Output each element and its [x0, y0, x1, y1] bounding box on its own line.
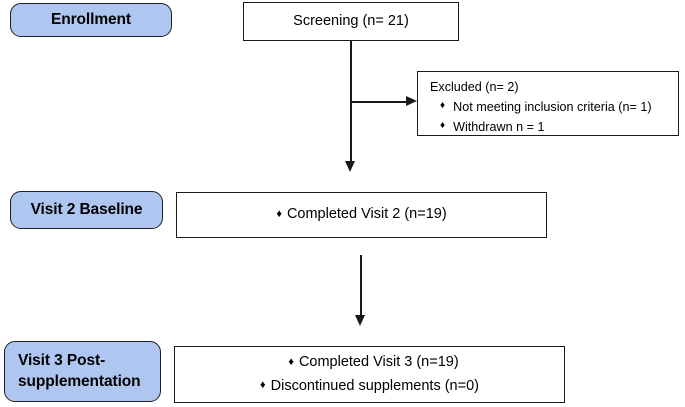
box-completed-visit-2-row: ♦ Completed Visit 2 (n=19): [276, 204, 446, 225]
list-item: ♦ Withdrawn n = 1: [430, 118, 678, 136]
diamond-bullet-icon: ♦: [260, 379, 266, 392]
stage-label-visit-3-post-supplementation: Visit 3 Post- supplementation: [4, 341, 161, 402]
stage-label-enrollment: Enrollment: [10, 3, 172, 37]
stage-label-visit-3-line-2: supplementation: [18, 372, 141, 390]
diamond-bullet-icon: ♦: [276, 208, 282, 221]
box-excluded-list: ♦ Not meeting inclusion criteria (n= 1) …: [430, 98, 678, 136]
stage-label-visit-2-baseline: Visit 2 Baseline: [10, 191, 163, 229]
box-screening-text: Screening (n= 21): [293, 12, 409, 29]
box-screening: Screening (n= 21): [243, 2, 459, 41]
list-item-text: Withdrawn n = 1: [453, 120, 545, 134]
box-completed-visit-3-text: Completed Visit 3 (n=19): [298, 354, 459, 371]
diamond-bullet-icon: ♦: [288, 356, 294, 369]
connector-screening-to-excluded-line: [350, 101, 412, 103]
list-item: ♦ Not meeting inclusion criteria (n= 1): [430, 98, 678, 116]
box-completed-visit-3-row-2: ♦ Discontinued supplements (n=0): [260, 376, 479, 397]
box-discontinued-supplements-text: Discontinued supplements (n=0): [270, 377, 479, 394]
box-completed-visit-2: ♦ Completed Visit 2 (n=19): [176, 192, 547, 238]
connector-screening-to-excluded-arrowhead: [406, 96, 417, 107]
box-excluded-title: Excluded (n= 2): [430, 80, 519, 94]
box-completed-visit-3-row-1: ♦ Completed Visit 3 (n=19): [280, 352, 458, 373]
connector-visit2-to-visit3-arrowhead: [355, 315, 366, 326]
box-completed-visit-2-text: Completed Visit 2 (n=19): [286, 206, 447, 223]
stage-label-visit-3-text: Visit 3 Post- supplementation: [18, 351, 141, 393]
connector-screening-to-visit2-arrowhead: [345, 161, 356, 172]
box-completed-visit-3: ♦ Completed Visit 3 (n=19) ♦ Discontinue…: [174, 346, 565, 403]
stage-label-enrollment-text: Enrollment: [51, 10, 131, 28]
diamond-bullet-icon: ♦: [440, 120, 446, 131]
connector-visit2-to-visit3-line: [360, 255, 362, 317]
diamond-bullet-icon: ♦: [440, 100, 446, 112]
list-item-text: Not meeting inclusion criteria (n= 1): [453, 100, 652, 115]
stage-label-visit-3-line-1: Visit 3 Post-: [18, 351, 106, 369]
stage-label-visit-2-baseline-text: Visit 2 Baseline: [30, 200, 143, 218]
box-excluded: Excluded (n= 2) ♦ Not meeting inclusion …: [417, 71, 679, 136]
